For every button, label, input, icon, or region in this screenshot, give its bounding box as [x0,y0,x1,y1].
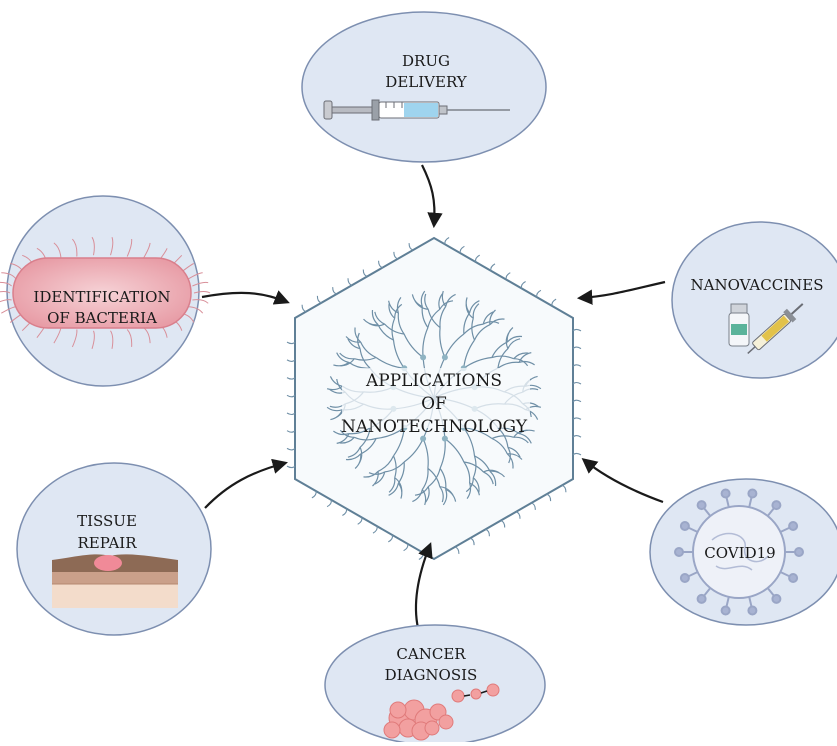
arrow-nanovaccines [576,280,666,305]
node-tissue-repair: TISSUE REPAIR [16,462,212,636]
cancer-diagnosis-label-line-1: CANCER [396,645,466,663]
bacterium-icon [12,257,192,329]
vaccine-vial-syringe-icon [728,303,804,354]
nanovaccines-label: NANOVACCINES [691,276,824,294]
arrow-cancer-diagnosis [414,542,433,629]
cancer-diagnosis-label-line-2: DIAGNOSIS [385,666,478,684]
tumor-cells-icon [383,683,500,741]
arrow-identification [201,290,290,305]
node-covid19: COVID19 [649,478,837,626]
identification-label-line-2: OF BACTERIA [47,309,157,327]
center-title-line-3: NANOTECHNOLOGY [341,417,528,437]
center-title-line-1: APPLICATIONS [365,371,502,391]
drug-delivery-label-line-2: DELIVERY [385,73,467,91]
arrow-tissue-repair [204,458,288,509]
node-nanovaccines: NANOVACCINES [671,221,837,379]
center-title-line-2: OF [421,394,447,414]
arrows [201,164,666,629]
node-drug-delivery: DRUG DELIVERY [301,11,547,163]
virus-icon [674,488,804,616]
skin-layers-icon [52,554,178,608]
center-dendrimer: APPLICATIONS OF NANOTECHNOLOGY [286,236,582,561]
node-cancer-diagnosis: CANCER DIAGNOSIS [324,624,546,746]
covid19-label: COVID19 [704,544,775,562]
drug-delivery-label-line-1: DRUG [402,52,450,70]
dendrimer-spikes [286,237,582,560]
identification-label-line-1: IDENTIFICATION [33,288,170,306]
tissue-repair-label-line-1: TISSUE [77,512,137,530]
tissue-repair-label-line-2: REPAIR [77,534,137,552]
arrow-drug-delivery [421,164,443,229]
syringe-icon [323,99,510,121]
center-label-backdrop [342,368,530,428]
arrow-covid19 [581,458,664,504]
node-identification-of-bacteria: IDENTIFICATION OF BACTERIA [0,195,211,387]
